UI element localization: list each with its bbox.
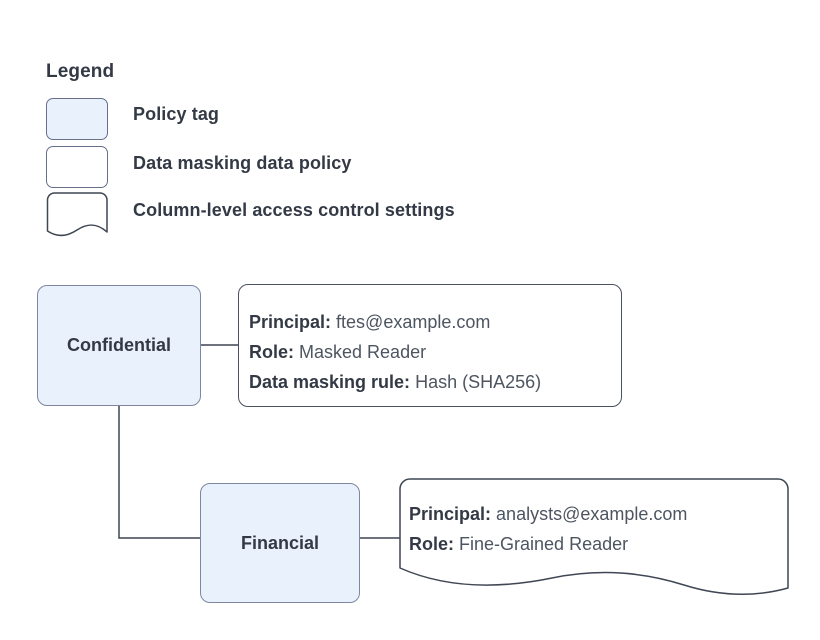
legend-swatch-column-level-access [46,193,108,241]
node-financial-label: Financial [240,532,320,553]
callout-value-masking-rule: Hash (SHA256) [415,372,542,392]
callout-line-principal: Principal: ftes@example.com [249,307,621,337]
callout-confidential-policy[interactable]: Principal: ftes@example.com Role: Masked… [238,284,622,407]
callout-label-masking-rule: Data masking rule: [249,372,411,392]
legend-label-policy-tag: Policy tag [133,104,220,124]
node-confidential[interactable]: Confidential [37,285,201,406]
callout2-line-principal: Principal: analysts@example.com [409,499,789,529]
callout2-line-role: Role: Fine-Grained Reader [409,529,789,559]
callout-financial-shape [399,478,789,595]
legend-label-column-level-access: Column-level access control settings [133,200,455,220]
legend-label-data-masking-policy: Data masking data policy [133,153,352,173]
callout2-value-principal: analysts@example.com [496,504,688,524]
callout2-label-principal: Principal: [409,504,492,524]
callout-line-role: Role: Masked Reader [249,337,621,367]
legend-swatch-policy-tag [46,98,108,140]
callout-financial-access[interactable]: Principal: analysts@example.com Role: Fi… [409,499,789,559]
callout-value-principal: ftes@example.com [336,312,491,332]
callout-value-role: Masked Reader [299,342,427,362]
node-financial[interactable]: Financial [200,483,360,603]
legend-swatch-data-masking-policy [46,146,108,188]
callout-label-role: Role: [249,342,294,362]
callout2-label-role: Role: [409,534,454,554]
callout-line-masking-rule: Data masking rule: Hash (SHA256) [249,367,621,397]
legend-title: Legend [46,61,115,82]
callout-label-principal: Principal: [249,312,332,332]
callout2-value-role: Fine-Grained Reader [459,534,629,554]
legend-swatch-wavy-shape [46,192,108,237]
edge-confidential-to-financial [118,406,200,539]
node-confidential-label: Confidential [67,335,171,355]
